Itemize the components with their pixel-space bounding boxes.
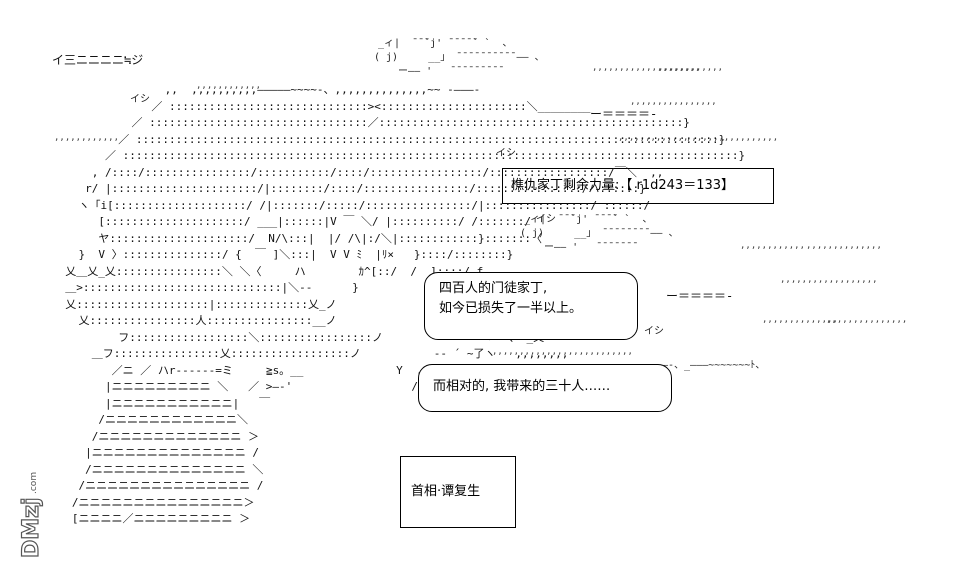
speech-bubble-2-line1: 而相对的, 我带来的三十人…… bbox=[433, 379, 611, 394]
aa-figure-line: /ニニニニニニニニニニニニ＼ bbox=[52, 413, 248, 426]
aa-figure-line: ヤ:::::::::::::::::::::/ N/\:::| |/ /\|:/… bbox=[52, 231, 542, 245]
aa-ishi-3: イシ bbox=[536, 214, 556, 225]
aa-figure-line: ／ ::::::::::::::::::::::::::::::::::::::… bbox=[52, 149, 746, 162]
aa-figure-line: ／ ::::::::::::::::::::::::::::::::::::::… bbox=[52, 132, 726, 146]
aa-cloud-lower-line1: _ィ| ̄ ̄ ̄`j' ̄ ̄ ̄ ̄` ` 、 bbox=[524, 214, 653, 225]
aa-speedline-hat: ,,,,,,,,,,,, bbox=[196, 81, 262, 91]
aa-speedline-5: ,,,,,,,,,,,,,,,,, bbox=[686, 133, 779, 143]
speech-bubble-1-line1: 四百人的门徒家丁, bbox=[439, 281, 548, 296]
aa-figure-line: } V 〉:::::::::::::::/ { ￣ ]＼:::| V V ﾐ |… bbox=[52, 248, 514, 261]
aa-cloud-upper-line1: _ィ| ̄ ̄ ̄`j' ̄ ̄ ̄ ̄ ̄` ` 、 bbox=[378, 38, 513, 49]
aa-figure-line: /ニニニニニニニニニニニニニニニ＞ bbox=[52, 495, 255, 509]
aa-cloud-lower-line3: ー―― ' ̄ ̄ ̄ ̄ ̄ ̄ ̄ bbox=[526, 242, 633, 253]
aa-tail-right: ―-、_―――~~~~~~~ﾄ、 bbox=[662, 360, 766, 371]
aa-figure-line: /ニニニニニニニニニニニニニニ ＼ bbox=[52, 462, 264, 476]
aa-dash-top: ー＝＝＝＝- bbox=[590, 107, 658, 121]
aa-speedline-left: ,,,,,,,,,,,, bbox=[54, 133, 120, 143]
aa-figure-line: 乂::::::::::::::::人::::::::::::::::__ノ __ bbox=[52, 314, 450, 327]
aa-speedline-1: ,,,,,,,,,,,,,,,,,,,, bbox=[592, 63, 701, 73]
aa-tail-dots: ,,,,,,,,,,,,,,,,,,,,,,,,,, bbox=[492, 347, 633, 357]
aa-cloud-upper-line3: ー―― ' ̄ ̄ ̄ ̄ ̄ ̄ ̄ ̄ ̄ bbox=[380, 66, 499, 77]
dmzj-watermark-logo: DMzj .com bbox=[8, 452, 48, 560]
aa-speedline-4: ,,,,,,,,,,,,, bbox=[618, 133, 689, 143]
speech-bubble-2: 而相对的, 我带来的三十人…… bbox=[418, 364, 672, 412]
aa-figure-line: ヽ「i[::::::::::::::::::::/ /|:::::::/::::… bbox=[52, 198, 651, 212]
aa-figure-line: 乂::::::::::::::::::::|::::::::::::::乂_ノ … bbox=[52, 297, 476, 311]
aa-speedline-8: ,,,,,,,,,,,,,,,,,, bbox=[780, 275, 878, 285]
aa-figure-line: [ニニニニ／ニニニニニニニニニ ＞ bbox=[52, 512, 251, 525]
aa-cloud-upper-line2: ( j) __」 ̄ ̄ ̄ ̄ ̄ ̄ ̄ ̄ ̄ ̄ ―― 、 bbox=[374, 52, 545, 63]
svg-text:DMzj: DMzj bbox=[19, 498, 44, 559]
svg-text:.com: .com bbox=[29, 472, 39, 494]
aa-figure-line: ／ ::::::::::::::::::::::::::::::><::::::… bbox=[52, 99, 591, 113]
aa-figure-line: r/ |::::::::::::::::::::::/|::::::::/:::… bbox=[52, 182, 646, 195]
aa-figure-line: ／ニ ／ ハr------=ミ ≧s。__ Y .j ` f bbox=[52, 363, 476, 377]
aa-figure-line: |ニニニニニニニニニニニ| ￣ bbox=[52, 396, 271, 410]
caption-box: 首相·谭复生 bbox=[400, 456, 516, 528]
status-box: 樵仇家丁剩余力量:【 r1d243＝133】 bbox=[502, 168, 774, 204]
aa-figure-line: , /::::/::::::::::::::::/:::::::::::/:::… bbox=[52, 165, 664, 179]
aa-ishi-1: イシ bbox=[130, 94, 150, 105]
aa-dash-mid: ー＝＝＝＝- bbox=[666, 289, 734, 303]
status-box-text: 樵仇家丁剩余力量:【 r1d243＝133】 bbox=[511, 178, 735, 193]
aa-ishi-2: イシ bbox=[496, 148, 516, 159]
aa-figure-line: /ニニニニニニニニニニニニニ ＞ bbox=[52, 429, 259, 443]
aa-figure-line: ,, ,,,,,,,,,,―――――~~~~-、,,,,,,,,,,,,,,~~… bbox=[52, 83, 481, 96]
dmzj-logo-icon: DMzj .com bbox=[18, 472, 44, 559]
speech-bubble-1-line2: 如今已损失了一半以上。 bbox=[439, 301, 583, 316]
aa-speedline-7: ,,,,,,,,,,,,,, bbox=[806, 241, 882, 251]
aa-figure-line: /ニニニニニニニニニニニニニニニ / bbox=[52, 479, 264, 492]
aa-speedline-2: ,,,,,,,,,,,, bbox=[658, 63, 724, 73]
aa-figure-line: |ニニニニニニニニニニニニニニ / bbox=[52, 446, 259, 459]
caption-box-text: 首相·谭复生 bbox=[411, 484, 481, 499]
aa-cloud-lower-line2: ( j) __」 ̄ ̄ ̄ ̄ ̄ ̄ ̄ ̄ ―― 、 bbox=[520, 228, 679, 239]
aa-ishi-4: イシ bbox=[644, 326, 664, 337]
aa-top-left-text: イ三ニニニニ≒ジ bbox=[52, 53, 144, 67]
speech-bubble-1: 四百人的门徒家丁, 如今已损失了一半以上。 bbox=[424, 272, 638, 340]
aa-speedline-10: ,,,,,,,,,,,,,,, bbox=[826, 315, 908, 325]
aa-figure-line: ＿フ::::::::::::::::乂::::::::::::::::::ノ -… bbox=[52, 347, 569, 360]
aa-figure-line: [:::::::::::::::::::::/ ___|::::::|V ￣ ＼… bbox=[52, 215, 531, 228]
aa-speedline-3: ,,,,,,,,,,,,,,,, bbox=[630, 97, 717, 107]
aa-speedline-9: ,,,,,,,,,,,,,, bbox=[762, 315, 838, 325]
aa-figure-line: 乂＿乂_乂::::::::::::::::＼ ＼〈 ハ ｶ^[::/ / ]::… bbox=[52, 264, 484, 278]
aa-figure-line: ／ :::::::::::::::::::::::::::::::::／::::… bbox=[52, 116, 690, 129]
aa-speedline-6: ,,,,,,,,,,,, bbox=[740, 241, 806, 251]
